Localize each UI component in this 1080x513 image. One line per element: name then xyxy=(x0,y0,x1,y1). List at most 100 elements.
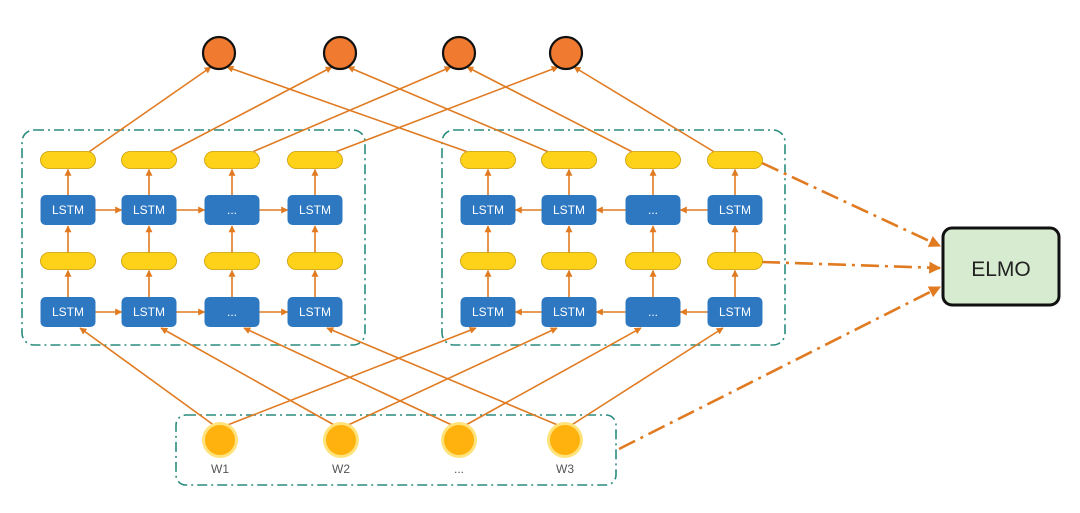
elmo-box-frame xyxy=(941,226,1061,307)
middle-layer-to-elmo-arrow xyxy=(761,260,942,274)
backward-lm-hidden-state xyxy=(541,151,597,169)
forward-lm-hidden-state xyxy=(40,151,96,169)
lstm-cell-box xyxy=(541,195,597,225)
lstm-cell-box xyxy=(40,297,96,327)
lstm-cell-label: LSTM xyxy=(52,305,84,319)
connection-layer xyxy=(64,65,942,451)
lstm-cell-box xyxy=(541,297,597,327)
node-layer: LSTM LSTM LSTM LSTM...... LSTM LSTM LSTM LSTM LS… xyxy=(40,35,763,476)
forward-state-to-output-wire xyxy=(253,66,452,153)
lstm-cell-box xyxy=(707,297,763,327)
word-node: W2 xyxy=(323,422,359,476)
word-label: W3 xyxy=(556,462,574,476)
backward-lm-lstm-cell-upper: LSTM xyxy=(541,195,597,225)
lstm-cell-label: LSTM xyxy=(299,305,331,319)
output-node xyxy=(441,35,477,71)
word-to-forward-cell-wire xyxy=(160,327,337,427)
lstm-cell-label: LSTM xyxy=(553,305,585,319)
forward-lm-hidden-state xyxy=(287,151,343,169)
backward-lm-lstm-cell-lower: LSTM xyxy=(707,297,763,327)
top-layer-to-elmo-arrow xyxy=(761,161,942,248)
forward-lm-hidden-state xyxy=(121,252,177,270)
backward-lm-lstm-cell-upper: LSTM xyxy=(707,195,763,225)
forward-state-to-output-wire xyxy=(170,66,333,153)
lstm-cell-label: ... xyxy=(648,305,658,319)
backward-lm-lstm-cell-lower: ... xyxy=(625,297,681,327)
backward-lm-lstm-cell-upper: ... xyxy=(625,195,681,225)
lstm-cell-box xyxy=(625,195,681,225)
output-node xyxy=(548,35,584,71)
backward-lm-hidden-state xyxy=(707,151,763,169)
word-to-forward-cell-wire xyxy=(326,327,561,427)
word-label: W1 xyxy=(211,462,229,476)
lstm-cell-label: LSTM xyxy=(719,203,751,217)
lstm-cell-label: LSTM xyxy=(472,203,504,217)
backward-lm-lstm-cell-lower: LSTM xyxy=(460,297,516,327)
lstm-cell-label: LSTM xyxy=(719,305,751,319)
backward-lm-group xyxy=(441,129,786,346)
lstm-cell-box xyxy=(460,195,516,225)
forward-lm-lstm-cell-upper: LSTM xyxy=(40,195,96,225)
word-node: W3 xyxy=(547,422,583,476)
lstm-cell-label: LSTM xyxy=(52,203,84,217)
forward-lm-hidden-state xyxy=(121,151,177,169)
output-node xyxy=(201,35,237,71)
word-node: ... xyxy=(441,422,477,476)
backward-lm-hidden-state xyxy=(625,151,681,169)
lstm-cell-label: LSTM xyxy=(553,203,585,217)
forward-lm-lstm-cell-upper: LSTM xyxy=(287,195,343,225)
lstm-cell-box xyxy=(287,195,343,225)
forward-lm-lstm-cell-lower: LSTM xyxy=(40,297,96,327)
word-layer-to-elmo-arrow xyxy=(618,285,942,451)
lstm-cell-box xyxy=(625,297,681,327)
word-node-core xyxy=(205,425,235,455)
backward-lm-hidden-state xyxy=(707,252,763,270)
backward-state-to-output-wire xyxy=(347,66,548,153)
forward-lm-lstm-cell-upper: ... xyxy=(204,195,260,225)
forward-lm-hidden-state xyxy=(40,252,96,270)
forward-lm-lstm-cell-lower: ... xyxy=(204,297,260,327)
backward-state-to-output-wire xyxy=(573,66,714,153)
lstm-cell-label: ... xyxy=(227,203,237,217)
lstm-cell-box xyxy=(204,195,260,225)
backward-state-to-output-wire xyxy=(466,66,632,153)
lstm-cell-label: LSTM xyxy=(299,203,331,217)
word-label: W2 xyxy=(332,462,350,476)
lstm-cell-box xyxy=(287,297,343,327)
lstm-cell-box xyxy=(707,195,763,225)
backward-lm-hidden-state xyxy=(460,151,516,169)
forward-lm-lstm-cell-lower: LSTM xyxy=(121,297,177,327)
lstm-cell-label: LSTM xyxy=(133,305,165,319)
word-to-backward-cell-wire xyxy=(345,327,558,427)
lstm-cell-box xyxy=(40,195,96,225)
elmo-box: ELMO xyxy=(941,226,1061,307)
forward-state-to-output-wire xyxy=(89,66,212,153)
forward-lm-lstm-cell-upper: LSTM xyxy=(121,195,177,225)
backward-lm-lstm-cell-upper: LSTM xyxy=(460,195,516,225)
output-node xyxy=(322,35,358,71)
forward-lm-hidden-state xyxy=(204,252,260,270)
lstm-cell-box xyxy=(460,297,516,327)
backward-lm-hidden-state xyxy=(625,252,681,270)
lstm-cell-box xyxy=(121,195,177,225)
backward-lm-lstm-cell-lower: LSTM xyxy=(541,297,597,327)
elmo-label: ELMO xyxy=(971,258,1031,281)
word-label: ... xyxy=(454,462,464,476)
word-to-forward-cell-wire xyxy=(79,327,216,427)
word-node-core xyxy=(444,425,474,455)
lstm-cell-box xyxy=(121,297,177,327)
forward-lm-group xyxy=(21,129,366,346)
lstm-cell-label: LSTM xyxy=(133,203,165,217)
word-node-core xyxy=(550,425,580,455)
word-input-group xyxy=(175,414,617,486)
word-to-backward-cell-wire xyxy=(569,327,724,427)
forward-lm-lstm-cell-lower: LSTM xyxy=(287,297,343,327)
word-to-backward-cell-wire xyxy=(463,327,642,427)
word-node: W1 xyxy=(202,422,238,476)
lstm-cell-label: ... xyxy=(648,203,658,217)
lstm-cell-label: LSTM xyxy=(472,305,504,319)
backward-lm-hidden-state xyxy=(541,252,597,270)
word-node-core xyxy=(326,425,356,455)
backward-state-to-output-wire xyxy=(226,65,467,153)
